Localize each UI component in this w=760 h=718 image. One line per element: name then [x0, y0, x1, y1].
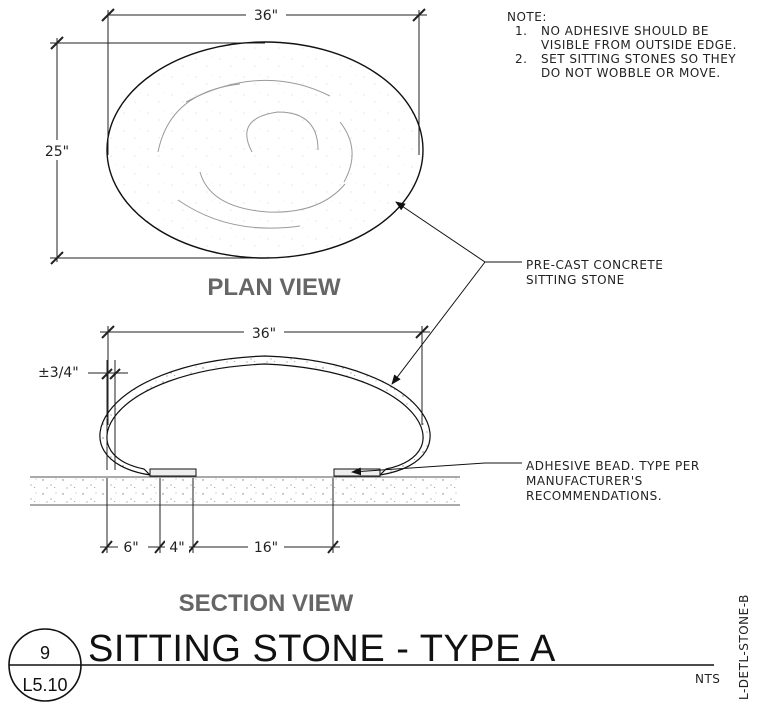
scale-label: NTS	[695, 672, 720, 686]
detail-id: L-DETL-STONE-B	[737, 594, 751, 700]
plan-height-dimension	[50, 36, 265, 265]
stone-callout-line-2: SITTING STONE	[526, 273, 625, 287]
adhesive-callout-line-3: RECOMMENDATIONS.	[526, 489, 662, 503]
note-2-number: 2.	[515, 52, 527, 66]
adhesive-callout-line-1: ADHESIVE BEAD. TYPE PER	[526, 459, 700, 473]
right-adhesive-bead	[333, 468, 381, 477]
stone-callout: PRE-CAST CONCRETE SITTING STONE	[391, 201, 663, 385]
sheet-reference: L5.10	[22, 675, 67, 695]
plan-height-label: 25"	[45, 144, 69, 160]
plan-view-label: PLAN VIEW	[207, 274, 341, 301]
plan-width-label: 36"	[254, 8, 278, 24]
note-1-line-2: VISIBLE FROM OUTSIDE EDGE.	[541, 38, 737, 52]
section-width-label: 36"	[252, 326, 276, 342]
detail-number: 9	[40, 643, 50, 663]
left-adhesive-bead	[149, 468, 197, 477]
ground-slab	[30, 477, 460, 505]
note-2-line-2: DO NOT WOBBLE OR MOVE.	[541, 66, 721, 80]
detail-title: SITTING STONE - TYPE A	[88, 628, 556, 670]
dim-4-label: 4"	[169, 540, 184, 556]
dim-6-label: 6"	[123, 540, 138, 556]
section-stone-shell	[99, 355, 431, 476]
notes-heading: NOTE:	[507, 10, 547, 24]
notes-block: NOTE: 1. NO ADHESIVE SHOULD BE VISIBLE F…	[507, 10, 737, 80]
section-view-label: SECTION VIEW	[179, 590, 354, 617]
plan-view: 36" 25" PLAN VIEW	[40, 4, 427, 301]
title-block: 9 L5.10 SITTING STONE - TYPE A NTS L-DET…	[8, 594, 751, 702]
note-1-number: 1.	[515, 24, 527, 38]
plan-stone-outline	[106, 41, 424, 259]
note-2-line-1: SET SITTING STONES SO THEY	[541, 52, 736, 66]
note-1-line-1: NO ADHESIVE SHOULD BE	[541, 24, 709, 38]
section-thickness-label: ±3/4"	[38, 365, 79, 381]
stone-callout-line-1: PRE-CAST CONCRETE	[526, 258, 663, 272]
plan-stone-texture	[157, 79, 353, 229]
section-view: 36" ±3/4"	[30, 322, 460, 617]
adhesive-callout-line-2: MANUFACTURER'S	[526, 474, 643, 488]
dim-16-label: 16"	[254, 540, 278, 556]
adhesive-callout: ADHESIVE BEAD. TYPE PER MANUFACTURER'S R…	[351, 459, 700, 503]
